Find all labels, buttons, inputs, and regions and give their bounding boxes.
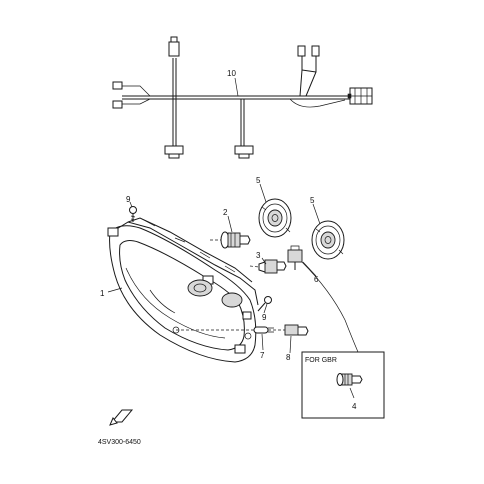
bulb-cover-left <box>258 198 292 238</box>
front-direction-icon <box>109 409 134 426</box>
bulb-cover-right <box>311 220 345 260</box>
drawing-code: 4SV300-6450 <box>98 439 141 446</box>
high-beam-bulb <box>258 259 287 274</box>
callout-5b: 5 <box>310 196 315 205</box>
headlight-assembly <box>107 217 259 363</box>
callout-8: 8 <box>286 353 291 362</box>
callout-4: 4 <box>352 402 357 411</box>
assembly-lines <box>176 239 359 353</box>
inset-label: FOR GBR <box>305 357 337 364</box>
callout-9a: 9 <box>126 195 131 204</box>
screw-lower <box>257 296 272 312</box>
position-socket <box>284 324 309 336</box>
gbr-inset <box>301 351 385 419</box>
bulb-socket <box>287 245 303 270</box>
callout-2: 2 <box>223 208 228 217</box>
headlight-bulb <box>220 231 251 249</box>
callout-5a: 5 <box>256 176 261 185</box>
callout-3: 3 <box>256 251 261 260</box>
callout-7: 7 <box>260 351 265 360</box>
screw-upper <box>129 206 137 222</box>
callout-9b: 9 <box>262 313 267 322</box>
leader-lines <box>107 77 355 399</box>
wire-harness <box>112 36 373 159</box>
callout-1: 1 <box>100 289 105 298</box>
callout-10: 10 <box>227 69 236 78</box>
callout-6: 6 <box>314 275 319 284</box>
